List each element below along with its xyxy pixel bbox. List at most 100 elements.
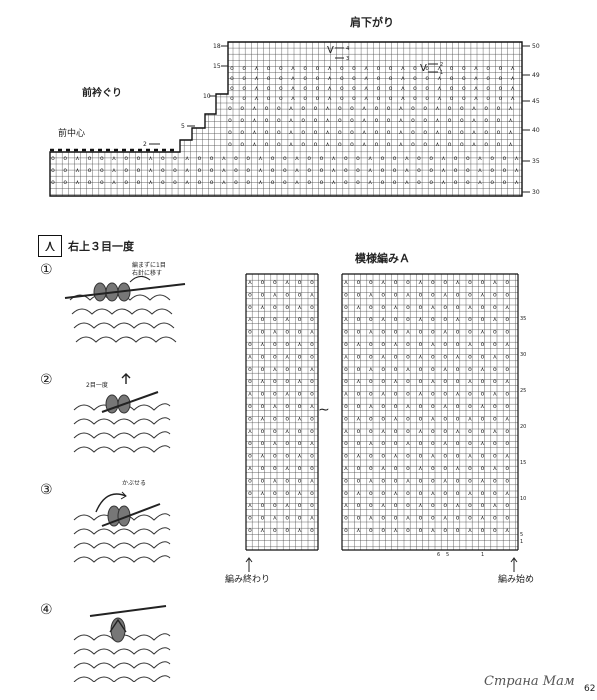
top-stitch-symbol: o xyxy=(484,117,488,124)
top-stitch-symbol: ⋏ xyxy=(222,155,227,162)
top-stitch-symbol: ⋏ xyxy=(291,85,296,92)
pattern-stitch-symbol: o xyxy=(443,353,447,360)
pattern-stitch-symbol: o xyxy=(443,341,447,348)
top-stitch-symbol: o xyxy=(316,85,320,92)
top-stitch-symbol: o xyxy=(387,141,391,148)
pattern-stitch-symbol: o xyxy=(443,316,447,323)
pattern-stitch-symbol: o xyxy=(344,490,348,497)
pattern-stitch-symbol: o xyxy=(419,490,423,497)
top-stitch-symbol: o xyxy=(228,129,232,136)
top-stitch-symbol: ⋏ xyxy=(474,75,479,82)
top-stitch-symbol: ⋏ xyxy=(258,167,263,174)
pattern-stitch-symbol: ⋏ xyxy=(393,378,398,385)
top-stitch-symbol: ⋏ xyxy=(75,167,80,174)
pattern-stitch-symbol: o xyxy=(357,353,361,360)
top-stitch-symbol: ⋏ xyxy=(331,179,336,186)
pattern-stitch-symbol: o xyxy=(285,453,289,460)
pattern-stitch-symbol: o xyxy=(369,465,373,472)
pattern-stitch-symbol: ⋏ xyxy=(356,490,361,497)
top-stitch-symbol: o xyxy=(462,75,466,82)
top-stitch-symbol: o xyxy=(417,179,421,186)
pattern-stitch-symbol: ⋏ xyxy=(369,515,374,522)
top-stitch-symbol: o xyxy=(340,65,344,72)
top-stitch-symbol: ⋏ xyxy=(291,95,296,102)
pattern-stitch-symbol: ⋏ xyxy=(381,353,386,360)
pattern-stitch-symbol: o xyxy=(298,403,302,410)
top-stitch-symbol: ⋏ xyxy=(399,141,404,148)
top-stitch-symbol: ⋏ xyxy=(368,179,373,186)
top-stitch-symbol: o xyxy=(377,95,381,102)
step-3-note: かぶせる xyxy=(122,480,147,487)
top-stitch-symbol: o xyxy=(466,179,470,186)
top-stitch-symbol: ⋏ xyxy=(437,75,442,82)
pattern-stitch-symbol: o xyxy=(298,316,302,323)
pattern-stitch-symbol: ⋏ xyxy=(381,316,386,323)
pattern-stitch-symbol: o xyxy=(248,415,252,422)
pattern-stitch-symbol: ⋏ xyxy=(493,316,498,323)
top-stitch-symbol: o xyxy=(429,167,433,174)
pattern-stitch-symbol: o xyxy=(468,515,472,522)
pattern-stitch-symbol: o xyxy=(443,490,447,497)
pattern-stitch-symbol: o xyxy=(357,515,361,522)
pattern-stitch-symbol: o xyxy=(456,453,460,460)
top-stitch-symbol: o xyxy=(307,155,311,162)
pattern-stitch-symbol: ⋏ xyxy=(431,527,436,534)
pattern-stitch-symbol: ⋏ xyxy=(248,465,253,472)
pattern-stitch-symbol: ⋏ xyxy=(356,415,361,422)
pattern-stitch-symbol: o xyxy=(394,515,398,522)
top-stitch-symbol: o xyxy=(352,85,356,92)
pattern-stitch-symbol: o xyxy=(394,440,398,447)
pattern-stitch-symbol: o xyxy=(505,502,509,509)
top-stitch-symbol: o xyxy=(316,95,320,102)
pattern-stitch-symbol: ⋏ xyxy=(418,502,423,509)
top-stitch-symbol: ⋏ xyxy=(435,105,440,112)
step-1-note: 編まずに1目 右針に移す xyxy=(132,262,166,277)
row-num-20: 20 xyxy=(520,424,526,430)
pattern-stitch-symbol: ⋏ xyxy=(356,527,361,534)
top-stitch-symbol: ⋏ xyxy=(148,179,153,186)
pattern-stitch-symbol: o xyxy=(310,415,314,422)
pattern-stitch-symbol: o xyxy=(406,490,410,497)
top-stitch-symbol: o xyxy=(460,129,464,136)
top-stitch-symbol: o xyxy=(320,167,324,174)
pattern-stitch-symbol: ⋏ xyxy=(468,304,473,311)
pattern-stitch-symbol: ⋏ xyxy=(455,316,460,323)
pattern-stitch-symbol: ⋏ xyxy=(260,453,265,460)
pattern-stitch-symbol: ⋏ xyxy=(297,490,302,497)
page-number: 62 xyxy=(584,684,596,694)
pattern-stitch-symbol: o xyxy=(381,304,385,311)
top-stitch-symbol: ⋏ xyxy=(399,117,404,124)
pattern-stitch-symbol: o xyxy=(248,304,252,311)
pattern-stitch-symbol: o xyxy=(285,291,289,298)
pattern-stitch-symbol: o xyxy=(394,366,398,373)
pattern-stitch-symbol: o xyxy=(456,329,460,336)
pattern-stitch-symbol: o xyxy=(419,440,423,447)
pattern-stitch-symbol: o xyxy=(468,329,472,336)
pattern-stitch-symbol: o xyxy=(310,353,314,360)
top-stitch-symbol: o xyxy=(100,179,104,186)
top-stitch-symbol: o xyxy=(240,117,244,124)
pattern-stitch-symbol: o xyxy=(394,465,398,472)
pattern-stitch-symbol: ⋏ xyxy=(285,353,290,360)
step-1-illustration xyxy=(64,276,186,343)
top-stitch-symbol: o xyxy=(88,179,92,186)
pattern-stitch-symbol: o xyxy=(481,341,485,348)
top-stitch-symbol: ⋏ xyxy=(472,105,477,112)
top-stitch-symbol: o xyxy=(352,95,356,102)
pattern-stitch-symbol: o xyxy=(456,304,460,311)
pattern-stitch-symbol: o xyxy=(285,490,289,497)
top-stitch-symbol: o xyxy=(51,155,55,162)
pattern-stitch-symbol: ⋏ xyxy=(455,279,460,286)
top-stitch-symbol: ⋏ xyxy=(435,129,440,136)
pattern-stitch-symbol: o xyxy=(310,453,314,460)
pattern-stitch-symbol: ⋏ xyxy=(480,403,485,410)
row-num-25: 25 xyxy=(520,388,526,394)
pattern-stitch-symbol: o xyxy=(419,403,423,410)
pattern-stitch-symbol: o xyxy=(481,391,485,398)
chart-break-symbol: ∼ xyxy=(318,402,330,418)
pattern-stitch-symbol: o xyxy=(261,316,265,323)
top-stitch-symbol: o xyxy=(462,85,466,92)
pattern-stitch-symbol: ⋏ xyxy=(393,304,398,311)
top-stitch-symbol: o xyxy=(389,85,393,92)
top-stitch-symbol: o xyxy=(240,105,244,112)
